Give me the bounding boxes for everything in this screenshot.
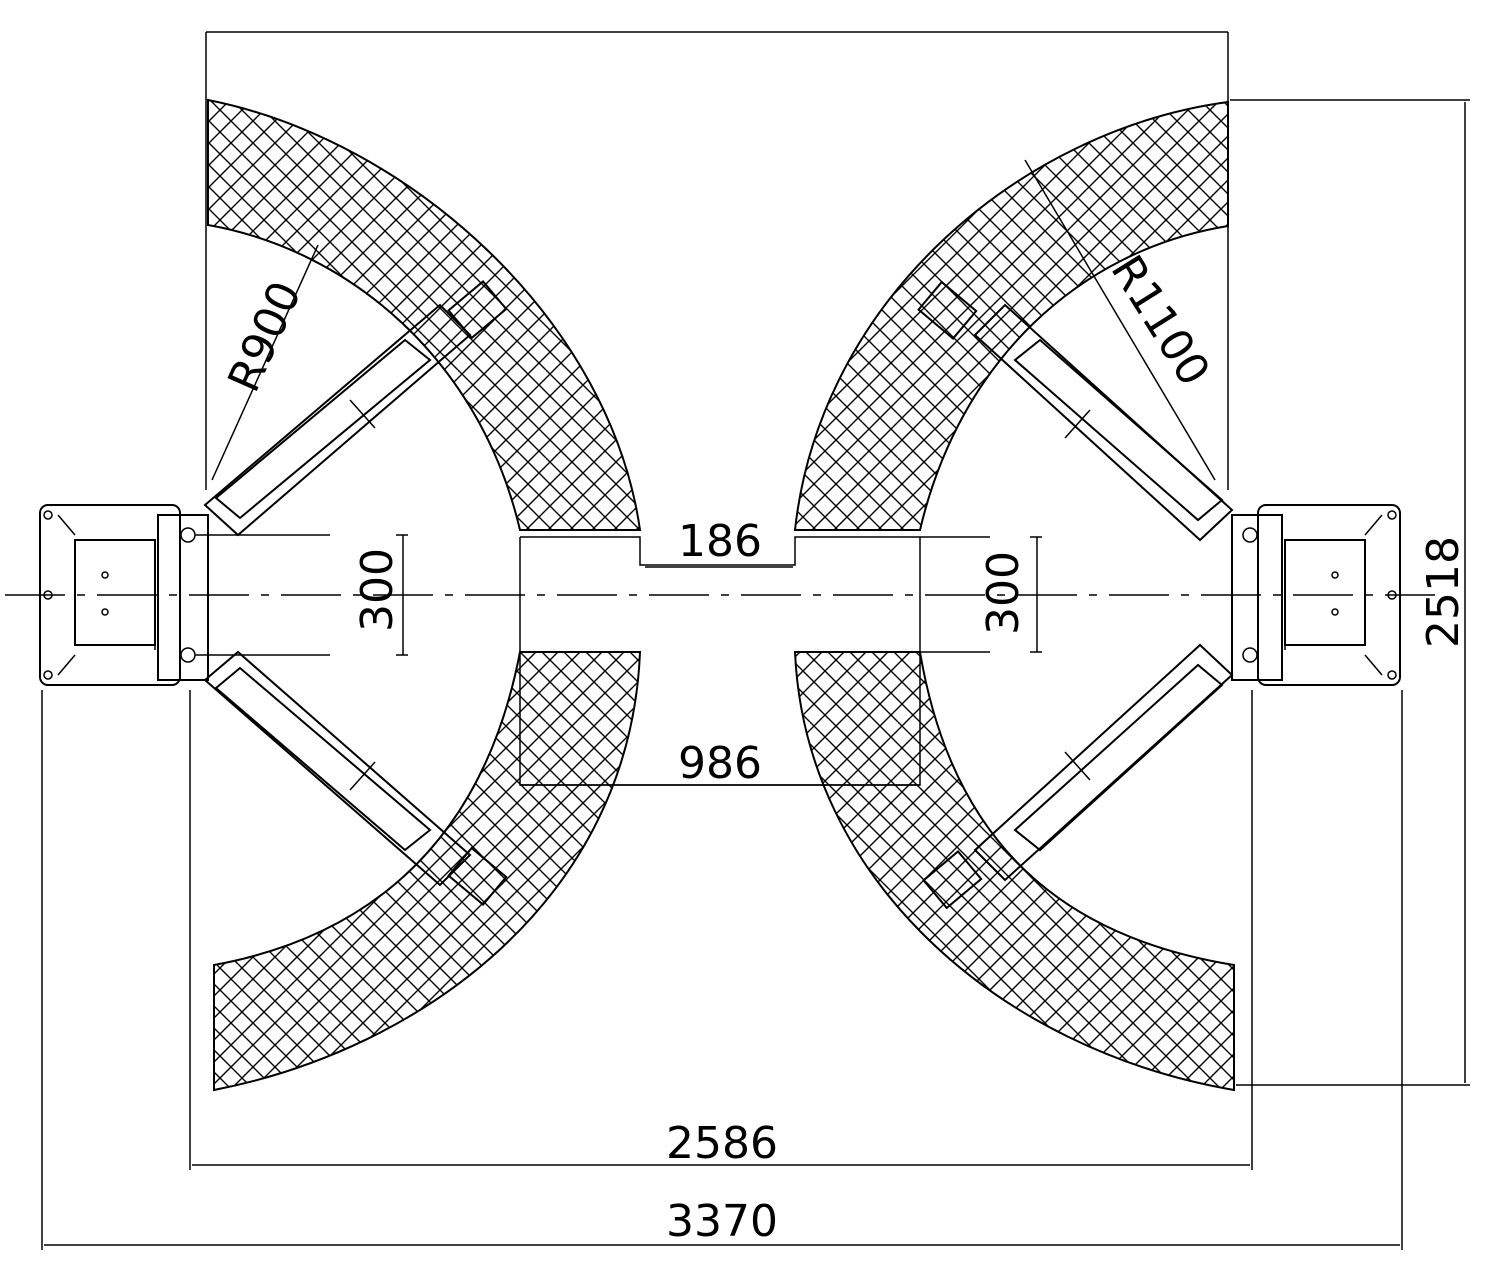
arm-left-lower (203, 650, 508, 906)
swing-zone-right-upper (793, 100, 1229, 531)
label-pad-spacing-right: 300 (978, 551, 1029, 635)
reference-lines (5, 534, 1435, 656)
label-radius-left: R900 (218, 274, 311, 399)
arms (203, 280, 1234, 910)
label-pad-spacing-left: 300 (352, 548, 403, 632)
dimension-lines (41, 31, 1470, 1250)
label-radius-right: R1100 (1101, 247, 1220, 395)
swing-zone-left-lower (213, 651, 642, 1092)
label-gap-bottom: 986 (678, 738, 762, 789)
label-overall-depth: 2518 (1418, 536, 1469, 648)
arm-right-upper (917, 280, 1234, 542)
label-overall-width: 3370 (666, 1196, 778, 1247)
label-inner-width: 2586 (666, 1118, 778, 1169)
label-gap-top: 186 (678, 516, 762, 567)
arm-right-lower (922, 643, 1234, 910)
swing-zone-left-upper (207, 98, 642, 531)
arm-left-upper (203, 280, 508, 537)
